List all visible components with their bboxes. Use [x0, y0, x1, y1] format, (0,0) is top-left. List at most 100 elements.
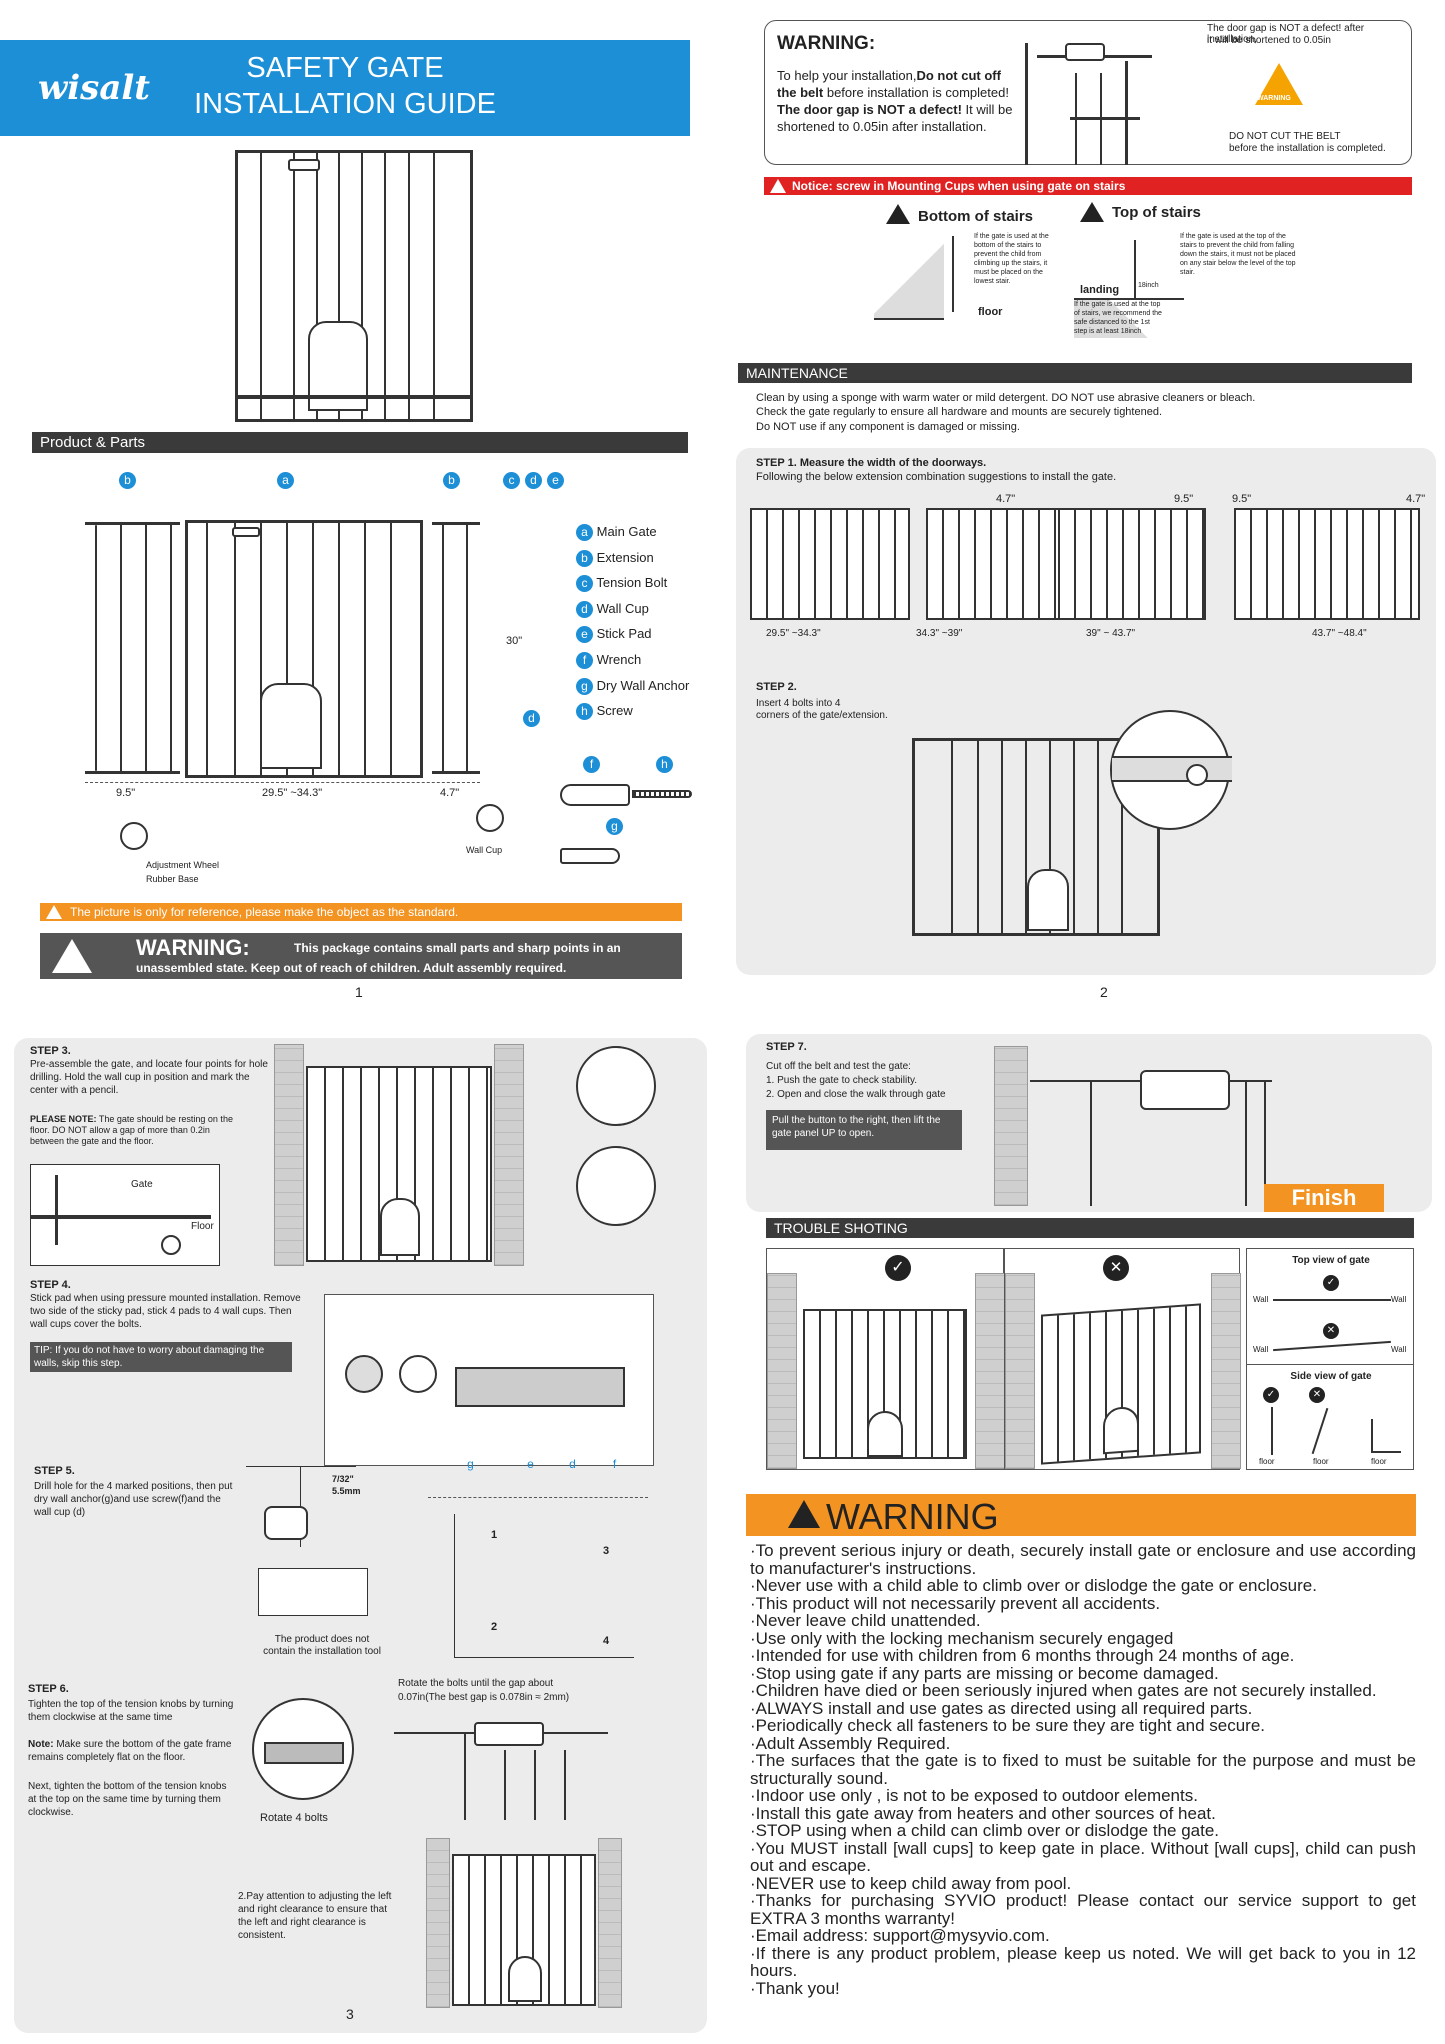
ext-label-1: 4.7" [996, 493, 1016, 505]
step5-letter-e: e [527, 1457, 534, 1471]
section-troubleshooting: TROUBLE SHOTING [766, 1218, 1414, 1238]
ext-label-2: 9.5" [1174, 493, 1194, 505]
warning-item: ·If there is any product problem, please… [750, 1943, 1416, 1980]
cross-icon: ✕ [1309, 1387, 1325, 1403]
warning-item: ·Install this gate away from heaters and… [750, 1803, 1216, 1823]
brand-logo: wisalt [38, 68, 150, 108]
side-view-panel: Side view of gate ✓ ✕ floor floor floor [1246, 1364, 1414, 1470]
warning-item: ·Children have died or been seriously in… [750, 1681, 1377, 1700]
page-number-1: 1 [355, 984, 363, 1000]
page-number-3: 3 [346, 2006, 354, 2022]
part-b: b Extension [576, 549, 716, 576]
step5-letter-g: g [467, 1457, 474, 1471]
ext-label-4: 4.7" [1406, 493, 1426, 505]
adjustment-wheel-icon [120, 822, 148, 850]
dim-mid: 29.5" ~34.3" [262, 787, 323, 799]
warning-triangle-icon [1080, 202, 1104, 222]
mark-detail-2 [576, 1146, 656, 1226]
rotate-bolt-detail [252, 1698, 354, 1800]
dim-left: 9.5" [116, 787, 136, 799]
warning-triangle-icon [886, 204, 910, 224]
check-icon: ✓ [885, 1255, 911, 1281]
page-4: STEP 7. Cut off the belt and test the ga… [722, 1030, 1445, 2044]
wall-holes-illustration: 1 2 3 4 [454, 1514, 634, 1658]
gap-warning-box: WARNING: To help your installation,Do no… [764, 20, 1412, 165]
trouble-wrong-panel: ✕ [1004, 1248, 1241, 1470]
dim-height: 30" [506, 635, 523, 647]
big-warning-bar: WARNING [746, 1494, 1416, 1537]
page-1: wisalt SAFETY GATE INSTALLATION GUIDE Pr… [0, 0, 722, 1010]
ext-label-3: 9.5" [1232, 493, 1252, 505]
warning-item: ·STOP using when a child can climb over … [750, 1821, 1220, 1840]
gap-gate-illustration [394, 1710, 608, 1820]
warning-item: ·You MUST install [wall cups] to keep ga… [750, 1838, 1416, 1875]
adj-wheel-label: Adjustment Wheel [146, 860, 220, 870]
cross-icon: ✕ [1323, 1323, 1339, 1339]
combo-gate-1 [750, 508, 910, 620]
part-a: a Main Gate [576, 524, 716, 550]
warning-item: ·Never leave child unattended. [750, 1611, 981, 1630]
part-f: f Wrench [576, 651, 716, 678]
warning-triangle-icon [46, 905, 62, 919]
anchor-icon [560, 848, 620, 864]
part-c: c Tension Bolt [576, 575, 716, 601]
steps-1-2-panel: STEP 1. Measure the width of the doorway… [736, 448, 1436, 975]
mark-detail-1 [576, 1046, 656, 1126]
step7-panel: STEP 7. Cut off the belt and test the ga… [746, 1034, 1432, 1212]
warning-item: ·Intended for use with children from 6 m… [750, 1646, 1295, 1665]
title-line-1: SAFETY GATE [246, 52, 444, 84]
brick-wall-step7 [994, 1046, 1028, 1206]
brick-wall-left-2 [426, 1838, 450, 2008]
hero-gate-illustration [235, 150, 473, 422]
warning-list: ·To prevent serious injury or death, sec… [750, 1542, 1416, 1997]
part-h: h Screw [576, 703, 716, 729]
screw-icon [632, 790, 692, 798]
brick-wall-left [274, 1044, 304, 1266]
wall-cup-icon [476, 804, 504, 832]
bottom-stairs-diagram: Bottom of stairs If the gate is used at … [874, 200, 1074, 325]
stairs-notice-bar: Notice: screw in Mounting Cups when usin… [764, 177, 1412, 195]
warning-small-parts: WARNING: This package contains small par… [40, 933, 682, 979]
reference-note-bar: The picture is only for reference, pleas… [40, 903, 682, 921]
please-note: PLEASE NOTE: The gate should be resting … [30, 1114, 233, 1146]
warning-triangle-icon [770, 179, 786, 193]
maintenance-line-1: Clean by using a sponge with warm water … [756, 392, 1256, 404]
wrench-icon [560, 784, 630, 806]
page-3: STEP 3. Pre-assemble the gate, and locat… [14, 1038, 707, 2033]
step4-illustration [324, 1294, 654, 1466]
step2-gate [912, 738, 1160, 936]
brick-wall-right [494, 1044, 524, 1266]
dim-right: 4.7" [440, 787, 460, 799]
gate-floor-detail: Gate Floor [30, 1164, 220, 1266]
page-number-2: 2 [1100, 984, 1108, 1000]
title-line-2: INSTALLATION GUIDE [194, 88, 496, 120]
width-label-4: 43.7" ~48.4" [1312, 628, 1367, 639]
warning-item: ·NEVER use to keep child away from pool. [750, 1873, 1072, 1893]
top-view-panel: Top view of gate ✓ Wall Wall ✕ Wall Wall [1246, 1248, 1414, 1378]
trouble-correct-panel: ✓ [766, 1248, 1005, 1470]
warning-item: ·Use only with the locking mechanism sec… [750, 1628, 1174, 1648]
callout-b-right: b [443, 472, 460, 489]
maintenance-line-2: Check the gate regularly to ensure all h… [756, 406, 1163, 418]
gap-warning-text: To help your installation,Do not cut off… [777, 68, 1013, 134]
callout-a: a [277, 472, 294, 489]
width-label-3: 39" ~ 43.7" [1086, 628, 1136, 639]
warning-triangle-icon [788, 1500, 820, 1528]
page-2: WARNING: To help your installation,Do no… [722, 0, 1445, 1010]
step6-note: Note: Make sure the bottom of the gate f… [28, 1739, 232, 1763]
warning-item: ·Indoor use only , is not to be exposed … [750, 1786, 1198, 1805]
warning-item: ·ALWAYS install and use gates as directe… [750, 1698, 1253, 1718]
callout-d-lower: d [523, 710, 540, 727]
drill-icon [264, 1506, 308, 1540]
hardware-row [428, 1478, 648, 1498]
combo-gate-2 [926, 508, 1061, 620]
warning-item: ·Never use with a child able to climb ov… [750, 1576, 1317, 1595]
brick-wall-right-2 [598, 1838, 622, 2008]
part-g: g Dry Wall Anchor [576, 677, 716, 704]
step3-gate [306, 1066, 492, 1262]
tip-box: TIP: If you do not have to worry about d… [30, 1342, 292, 1372]
part-d: d Wall Cup [576, 600, 716, 627]
part-e: e Stick Pad [576, 626, 716, 652]
step5-letter-d: d [569, 1457, 576, 1471]
callout-f: f [583, 756, 600, 773]
